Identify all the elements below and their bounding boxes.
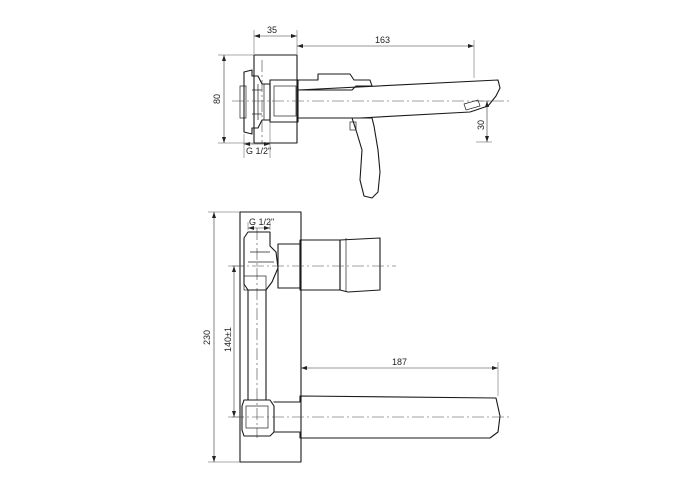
front-lower-valve bbox=[241, 399, 275, 437]
top-lever-top bbox=[297, 73, 373, 91]
top-lever-pin bbox=[349, 121, 357, 131]
top-valve-detail bbox=[252, 84, 265, 120]
arrow-fg-l bbox=[248, 226, 254, 230]
arrow-163-l bbox=[297, 44, 303, 48]
arrow-187-l bbox=[301, 366, 307, 370]
top-valve-body bbox=[243, 69, 271, 135]
arrow-35-r bbox=[291, 34, 297, 38]
top-nut bbox=[239, 85, 247, 119]
arrow-g-l bbox=[244, 142, 250, 146]
arrow-230-t bbox=[212, 212, 216, 218]
arrow-140-b bbox=[232, 411, 236, 417]
dim-label-140: 140±1 bbox=[223, 327, 233, 352]
arrow-187-r bbox=[492, 366, 498, 370]
front-wall-plate bbox=[239, 211, 302, 463]
dim-label-30: 30 bbox=[476, 120, 486, 130]
top-spout bbox=[297, 79, 501, 119]
dim-label-187: 187 bbox=[392, 357, 407, 367]
thread-label-top: G 1/2" bbox=[246, 146, 271, 156]
arrow-30-b bbox=[485, 136, 489, 142]
front-handle bbox=[339, 237, 381, 293]
top-spout-outlet bbox=[463, 99, 481, 111]
arrow-230-b bbox=[212, 456, 216, 462]
dim-label-35: 35 bbox=[267, 25, 277, 35]
dim-label-230: 230 bbox=[202, 330, 212, 345]
top-wall-plate bbox=[253, 54, 298, 144]
front-spout bbox=[273, 395, 501, 439]
front-upper-detail bbox=[248, 251, 274, 263]
arrow-35-l bbox=[254, 34, 260, 38]
arrow-30-t bbox=[485, 101, 489, 107]
dim-label-163: 163 bbox=[375, 35, 390, 45]
top-lever-handle bbox=[351, 117, 381, 199]
front-view: G 1/2" 187 230 140±1 bbox=[202, 211, 512, 463]
arrow-fg-r bbox=[264, 226, 270, 230]
arrow-g-r bbox=[264, 142, 270, 146]
thread-label-front: G 1/2" bbox=[249, 217, 274, 227]
arrow-80-t bbox=[222, 55, 226, 61]
top-view: 35 163 80 30 G 1/2" bbox=[212, 25, 512, 199]
dim-label-80: 80 bbox=[212, 94, 222, 104]
front-upper-fitting bbox=[243, 275, 267, 291]
front-cartridge bbox=[299, 239, 341, 291]
arrow-80-b bbox=[222, 137, 226, 143]
front-upper-valve bbox=[243, 231, 279, 291]
arrow-163-r bbox=[468, 44, 474, 48]
arrow-140-t bbox=[232, 266, 236, 272]
